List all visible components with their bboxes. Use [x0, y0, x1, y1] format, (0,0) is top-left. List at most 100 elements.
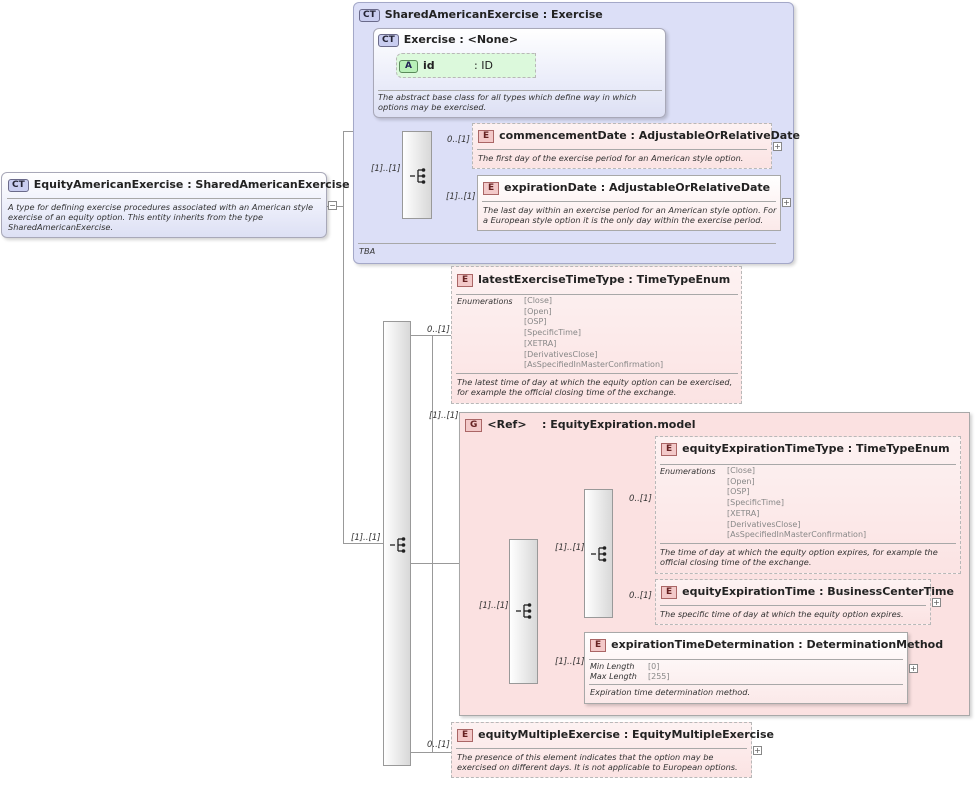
enum-value: [XETRA]: [727, 508, 760, 518]
expand-toggle[interactable]: +: [773, 142, 782, 151]
attribute-icon: A: [399, 59, 418, 73]
complex-type-icon: CT: [8, 178, 29, 192]
min-length-value: [0]: [648, 662, 660, 671]
connector: [411, 563, 459, 564]
connector: [343, 543, 383, 544]
sequence-icon: [516, 603, 532, 619]
collapse-toggle[interactable]: −: [328, 201, 337, 210]
enum-value: [SpecificTime]: [727, 498, 784, 508]
expiration-multiplicity: [1]..[1]: [446, 192, 476, 202]
root-title-row: CT EquityAmericanExercise : SharedAmerica…: [8, 178, 350, 192]
etd-title: expirationTimeDetermination : Determinat…: [611, 638, 944, 651]
expiration-title: expirationDate : AdjustableOrRelativeDat…: [504, 181, 771, 194]
eet-doc: The specific time of day at which the eq…: [660, 609, 904, 619]
exercise-title-row: CT Exercise : <None>: [378, 33, 518, 47]
connector: [411, 335, 451, 336]
root-complex-type[interactable]: CT EquityAmericanExercise : SharedAmerica…: [1, 172, 350, 238]
multiple-doc: The presence of this element indicates t…: [457, 752, 738, 772]
enum-value: [SpecificTime]: [524, 328, 581, 338]
element-icon: E: [457, 273, 474, 287]
group-ref: <Ref>: [487, 418, 527, 431]
connector: [432, 335, 433, 753]
eet-multiplicity: 0..[1]: [629, 591, 652, 601]
etd-doc: Expiration time determination method.: [590, 687, 751, 697]
expand-toggle[interactable]: +: [753, 746, 762, 755]
expiration-doc: The last day within an exercise period f…: [483, 205, 777, 225]
sequence-compositor[interactable]: [584, 489, 613, 618]
element-icon: E: [457, 728, 474, 742]
exercise-title: Exercise : <None>: [403, 33, 519, 46]
sequence-multiplicity: [1]..[1]: [555, 543, 585, 553]
connector: [411, 752, 451, 753]
min-length-label: Min Length: [590, 662, 635, 671]
element-icon: E: [478, 129, 495, 143]
root-title: EquityAmericanExercise : SharedAmericanE…: [33, 178, 350, 191]
enum-value: [Open]: [727, 476, 755, 486]
enum-value: [OSP]: [524, 317, 547, 327]
enum-value: [AsSpecifiedInMasterConfirmation]: [524, 360, 664, 370]
commencement-multiplicity: 0..[1]: [447, 135, 470, 145]
enum-value: [DerivativesClose]: [727, 519, 801, 529]
group-multiplicity: [1]..[1]: [429, 411, 459, 421]
group-name: : EquityExpiration.model: [542, 418, 696, 431]
enum-value: [XETRA]: [524, 338, 557, 348]
commencement-title: commencementDate : AdjustableOrRelativeD…: [499, 129, 800, 142]
exercise-doc: The abstract base class for all types wh…: [378, 92, 637, 112]
complex-type-icon: CT: [378, 33, 399, 47]
sequence-icon: [410, 168, 426, 184]
enumerations-label: Enumerations: [660, 467, 716, 476]
element-icon: E: [483, 181, 500, 195]
element-icon: E: [661, 442, 678, 456]
group-title-row: G <Ref>: [465, 418, 527, 432]
complex-type-icon: CT: [359, 8, 380, 22]
shared-title: SharedAmericanExercise : Exercise: [384, 8, 603, 21]
sequence-compositor[interactable]: [402, 131, 432, 219]
enum-value: [OSP]: [727, 487, 750, 497]
commencement-doc: The first day of the exercise period for…: [478, 153, 744, 163]
max-length-label: Max Length: [590, 672, 637, 681]
shared-footer-doc: TBA: [359, 246, 376, 256]
expand-toggle[interactable]: +: [909, 664, 918, 673]
multiple-multiplicity: 0..[1]: [427, 740, 450, 750]
sequence-multiplicity: [1]..[1]: [351, 533, 381, 543]
sequence-compositor[interactable]: [509, 539, 538, 684]
eet-type-multiplicity: 0..[1]: [629, 494, 652, 504]
expand-toggle[interactable]: +: [932, 598, 941, 607]
sequence-icon: [390, 537, 406, 553]
attribute-name: id: [422, 59, 435, 72]
root-doc: A type for defining exercise procedures …: [8, 202, 314, 232]
latest-doc: The latest time of day at which the equi…: [457, 377, 733, 397]
latest-title: latestExerciseTimeType : TimeTypeEnum: [478, 273, 731, 286]
enum-value: [Close]: [727, 466, 756, 475]
latest-multiplicity: 0..[1]: [427, 325, 450, 335]
enumeration-list: [Close] [Open] [OSP] [SpecificTime] [XET…: [727, 466, 866, 541]
enum-value: [DerivativesClose]: [524, 349, 598, 359]
etd-multiplicity: [1]..[1]: [555, 657, 585, 667]
sequence-multiplicity: [1]..[1]: [371, 164, 401, 174]
shared-title-row: CT SharedAmericanExercise : Exercise: [359, 8, 603, 22]
group-icon: G: [465, 418, 483, 432]
expand-toggle[interactable]: +: [782, 198, 791, 207]
element-icon: E: [661, 585, 678, 599]
max-length-value: [255]: [648, 672, 670, 681]
enum-value: [Close]: [524, 296, 553, 305]
enumerations-label: Enumerations: [457, 297, 513, 306]
sequence-compositor[interactable]: [383, 321, 411, 766]
eet-type-title: equityExpirationTimeType : TimeTypeEnum: [682, 442, 950, 455]
